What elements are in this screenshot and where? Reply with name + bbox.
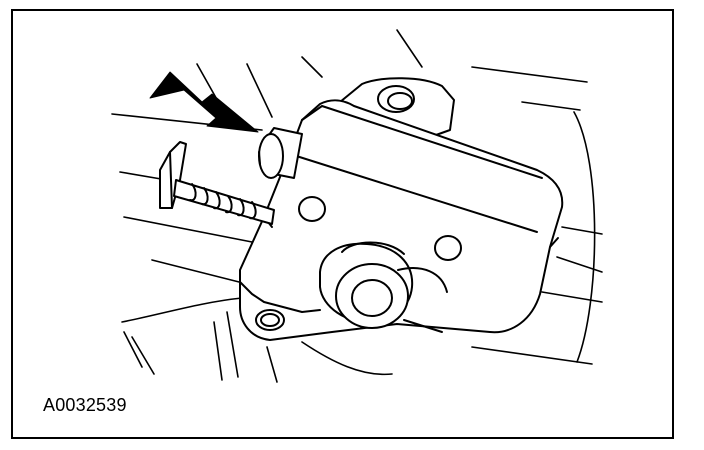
background-engine-lines — [111, 29, 603, 383]
retaining-pin — [159, 141, 275, 225]
figure-id-label: A0032539 — [43, 395, 127, 415]
mounting-lug — [339, 77, 455, 141]
figure-frame: A0032539 — [11, 9, 674, 439]
tensioner-illustration — [111, 29, 603, 383]
tensioner-body — [239, 99, 564, 341]
plunger-cylinder — [258, 127, 303, 179]
arrow-icon — [149, 71, 259, 133]
